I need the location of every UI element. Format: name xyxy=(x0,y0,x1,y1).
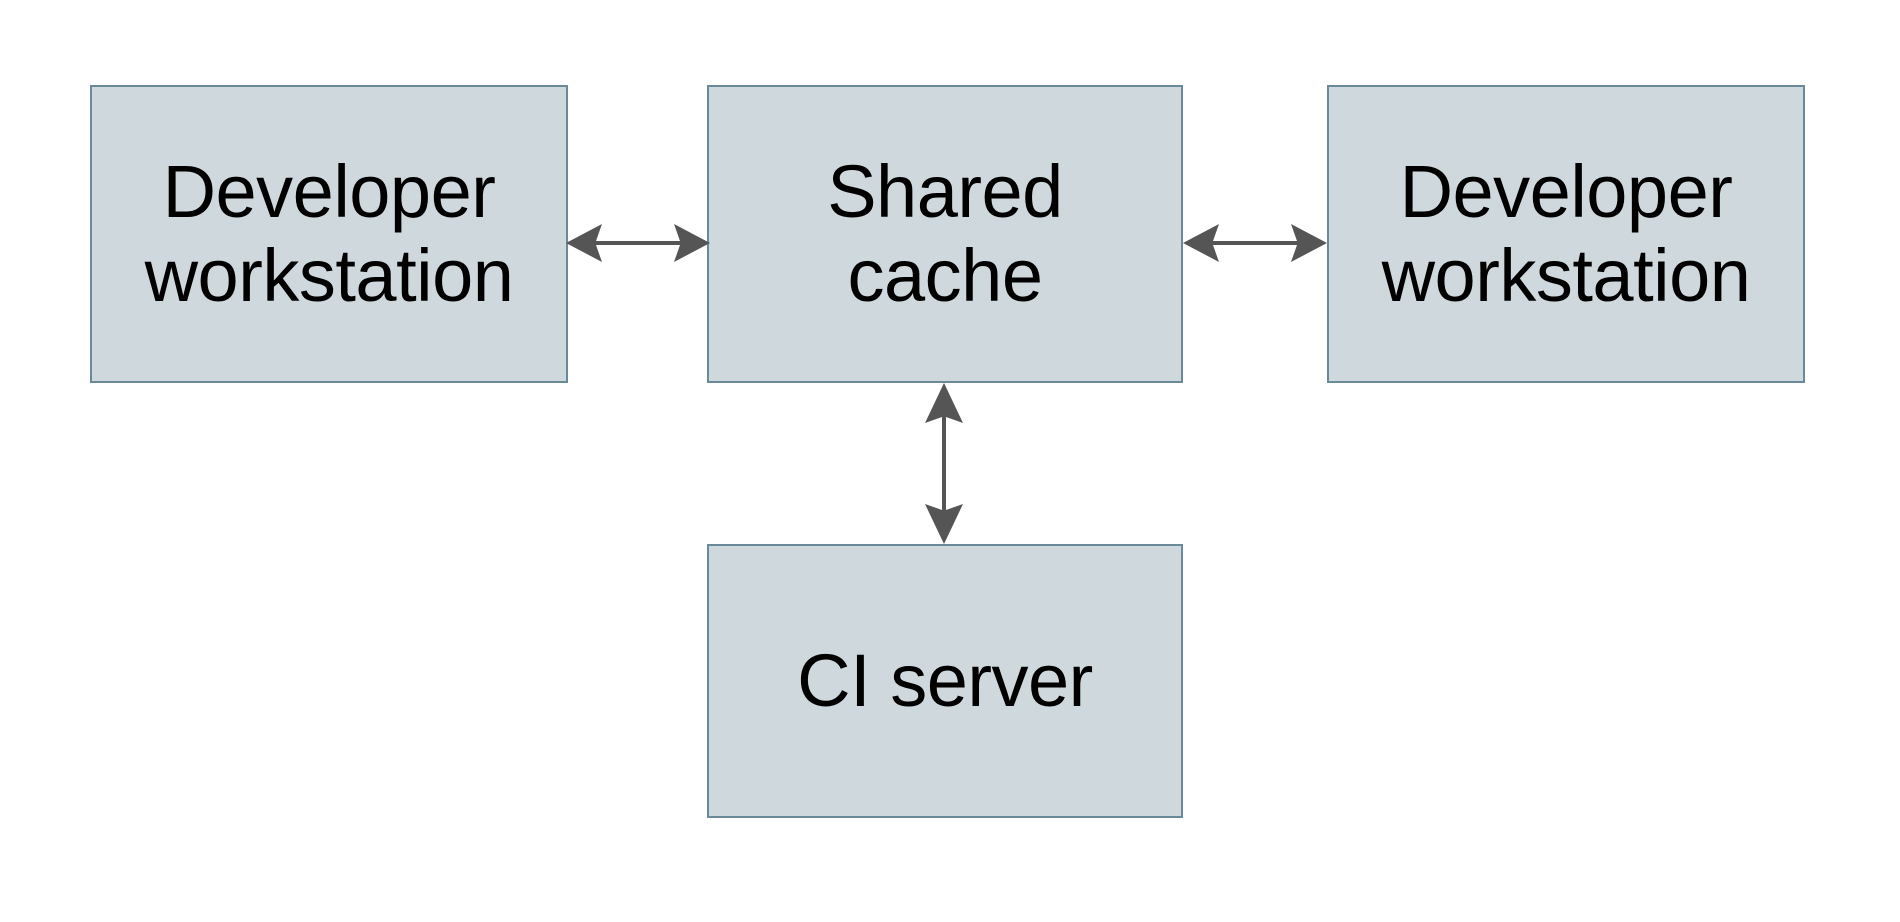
node-developer-workstation-left[interactable]: Developer workstation xyxy=(90,85,568,383)
edge-left-bidirectional-arrow xyxy=(566,212,710,274)
double-headed-arrow-icon xyxy=(1183,224,1327,262)
node-developer-workstation-right[interactable]: Developer workstation xyxy=(1327,85,1805,383)
node-label: CI server xyxy=(797,639,1093,722)
node-label: Developer workstation xyxy=(144,150,514,317)
double-headed-arrow-icon xyxy=(925,383,963,544)
node-shared-cache[interactable]: Shared cache xyxy=(707,85,1183,383)
edge-right-bidirectional-arrow xyxy=(1183,212,1327,274)
node-label: Developer workstation xyxy=(1381,150,1751,317)
double-headed-arrow-icon xyxy=(566,224,710,262)
node-label: Shared cache xyxy=(827,150,1063,317)
node-ci-server[interactable]: CI server xyxy=(707,544,1183,818)
edge-bottom-bidirectional-arrow xyxy=(913,383,975,544)
